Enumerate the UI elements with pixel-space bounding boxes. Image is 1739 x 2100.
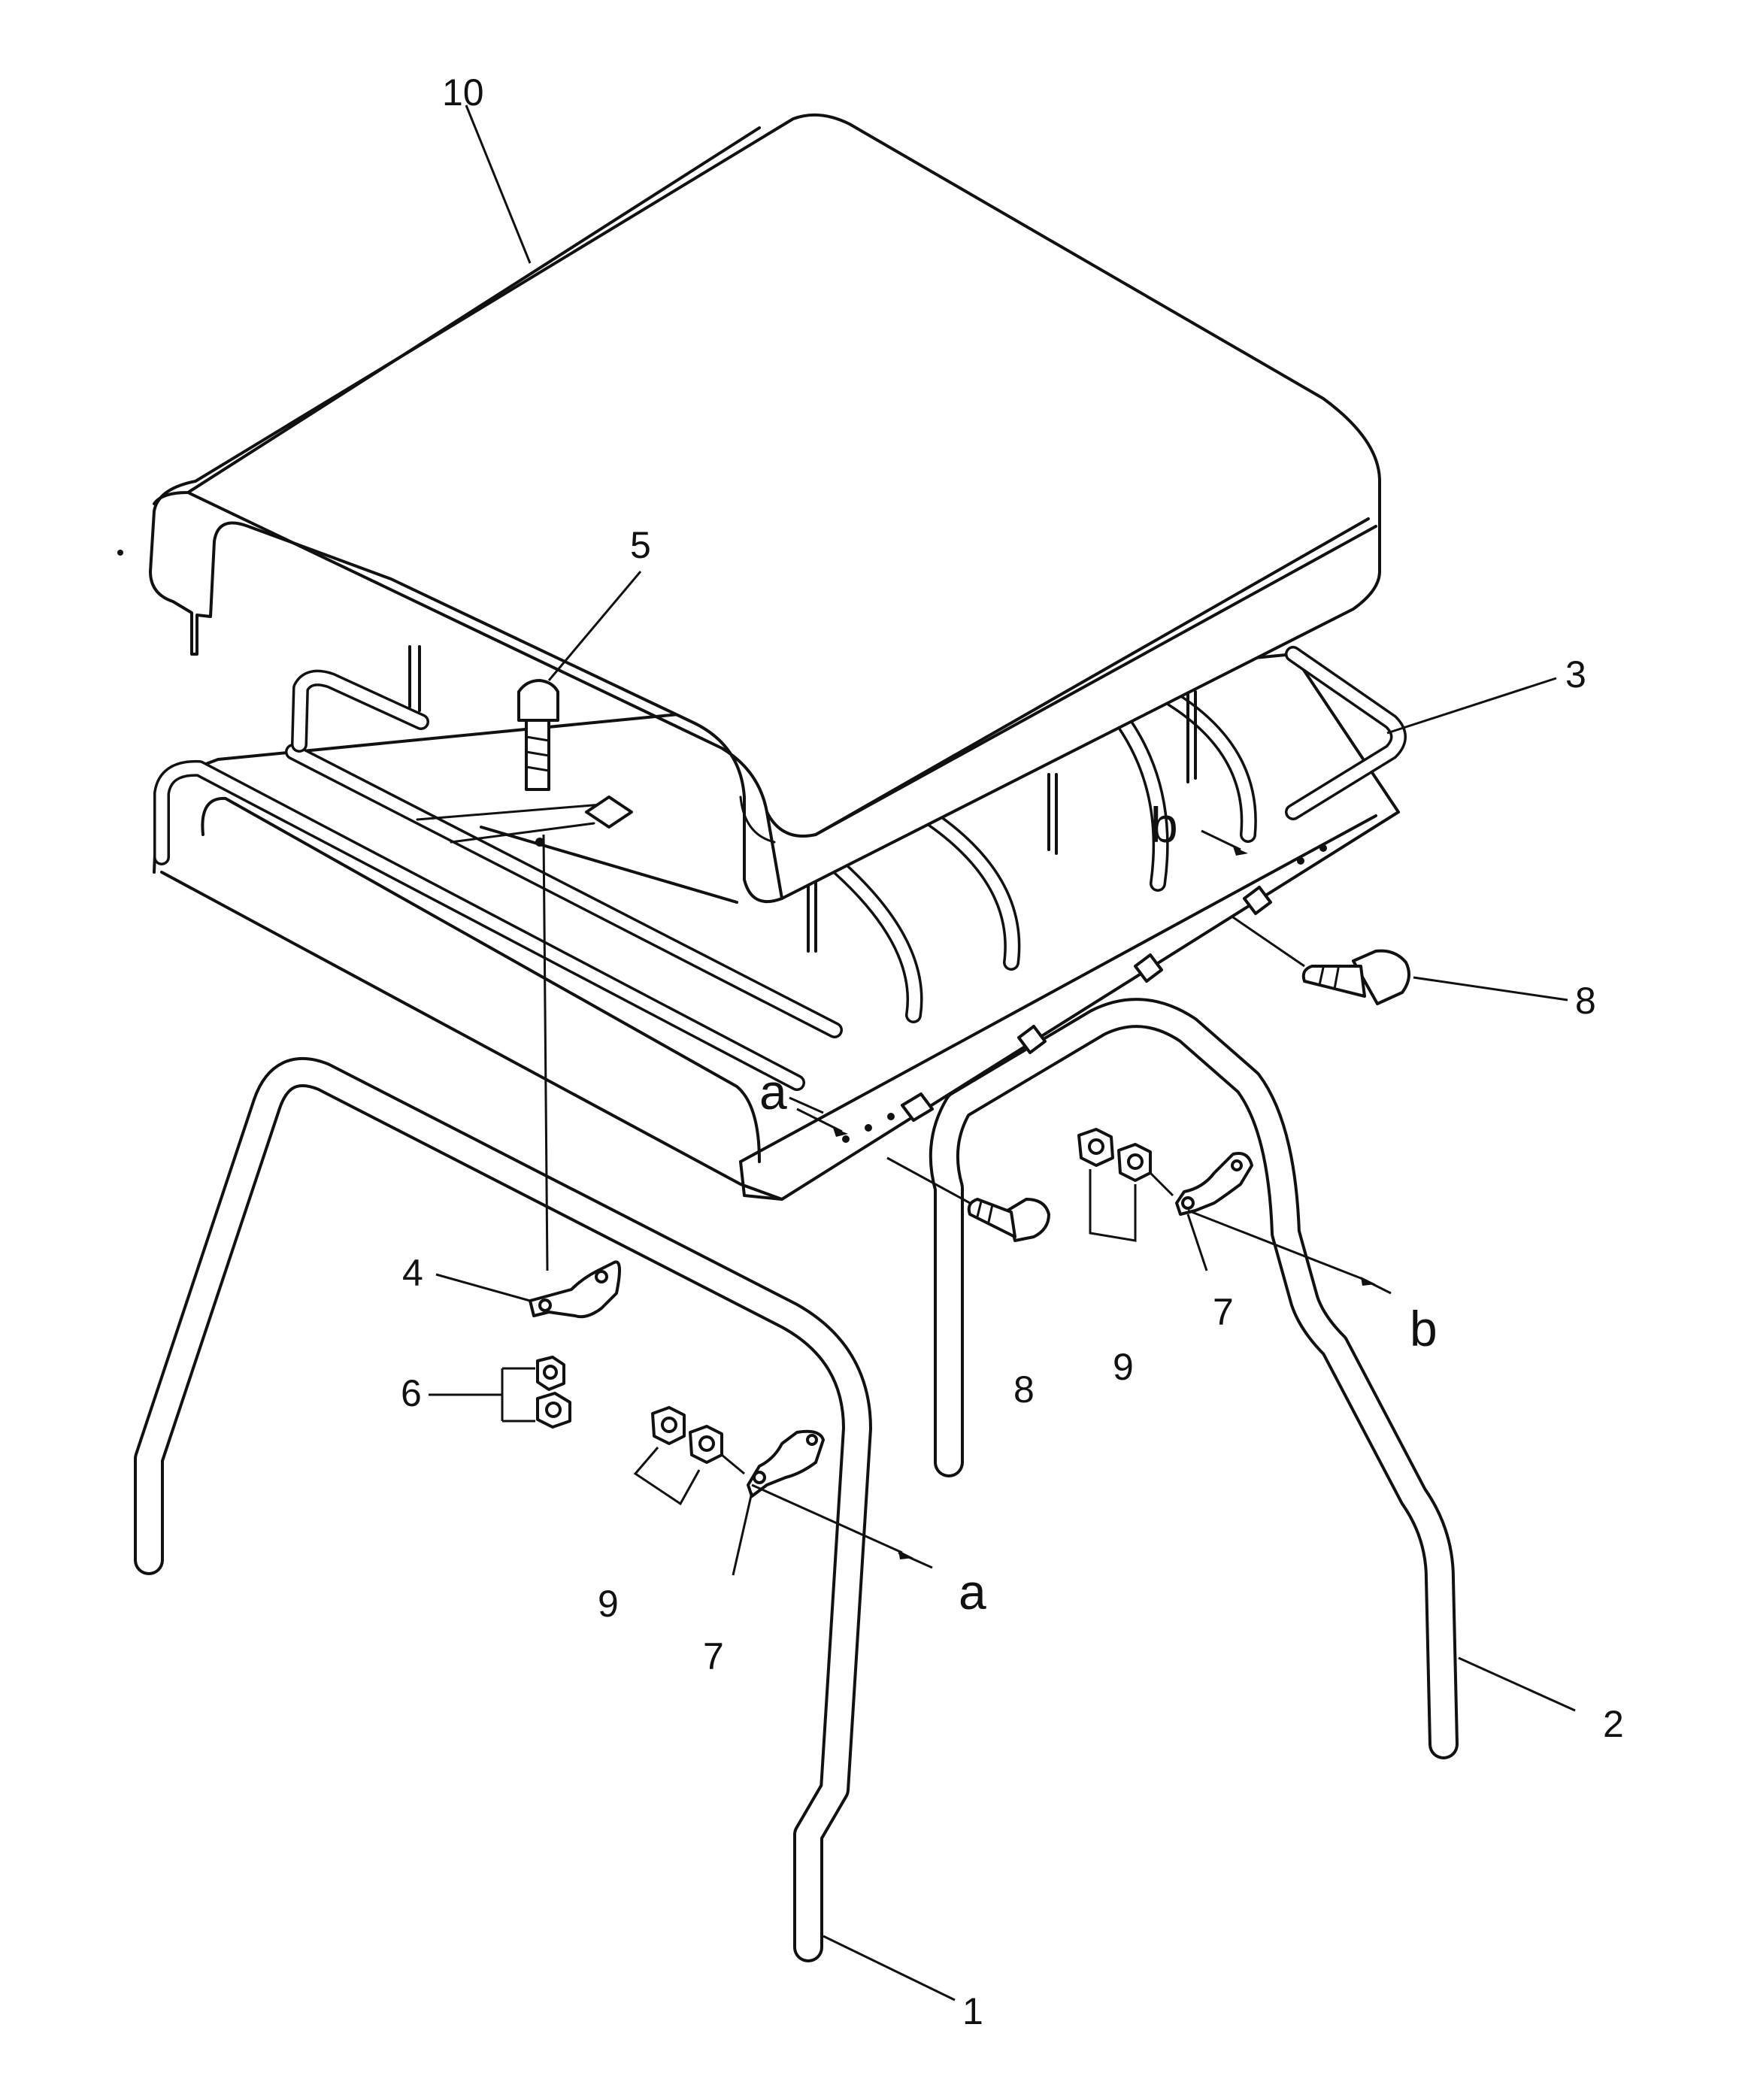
- callout-leaders: [117, 105, 1576, 2002]
- callout-10: 10: [442, 71, 484, 114]
- callout-6: 6: [401, 1372, 422, 1414]
- view-ref-a-top: a: [759, 1064, 787, 1120]
- rear-frame-tube-part-2: [929, 998, 1459, 1759]
- clamp-part-7-left: [721, 1429, 825, 1498]
- callout-labels: 10 5 3 8 8 4 6 9 7 9 7 2 1: [401, 71, 1624, 2032]
- view-ref-a-bottom: a: [959, 1564, 986, 1620]
- callout-5: 5: [630, 524, 651, 566]
- callout-9-left: 9: [598, 1583, 619, 1625]
- callout-8-right: 8: [1575, 980, 1596, 1022]
- canopy-roof-part-10: [149, 113, 1381, 903]
- clamp-part-7-right: [1149, 1152, 1253, 1216]
- callout-1: 1: [962, 1990, 983, 2032]
- callout-8-mid: 8: [1013, 1368, 1035, 1411]
- callout-2: 2: [1603, 1703, 1624, 1745]
- callout-7-left: 7: [703, 1635, 724, 1677]
- bolt-part-8-right: [1232, 916, 1410, 1005]
- bolt-part-5: [517, 679, 559, 1271]
- callout-7-right: 7: [1213, 1291, 1234, 1333]
- nuts-part-6: [536, 1356, 571, 1429]
- nuts-part-9-left: [633, 1406, 723, 1506]
- view-ref-b-top: b: [1150, 797, 1178, 853]
- nuts-part-9-right: [1077, 1128, 1152, 1242]
- callout-9-right: 9: [1113, 1346, 1134, 1388]
- clamp-part-4: [529, 1260, 621, 1319]
- bolt-part-8-mid: [886, 1156, 1050, 1242]
- view-reference-letters: a a b b: [759, 797, 1438, 1620]
- canopy-frame-part-3: [153, 645, 1407, 1201]
- callout-4: 4: [402, 1252, 423, 1294]
- view-ref-b-bottom: b: [1410, 1301, 1438, 1356]
- front-frame-tube-part-1: [134, 1057, 872, 1962]
- callout-3: 3: [1565, 653, 1586, 695]
